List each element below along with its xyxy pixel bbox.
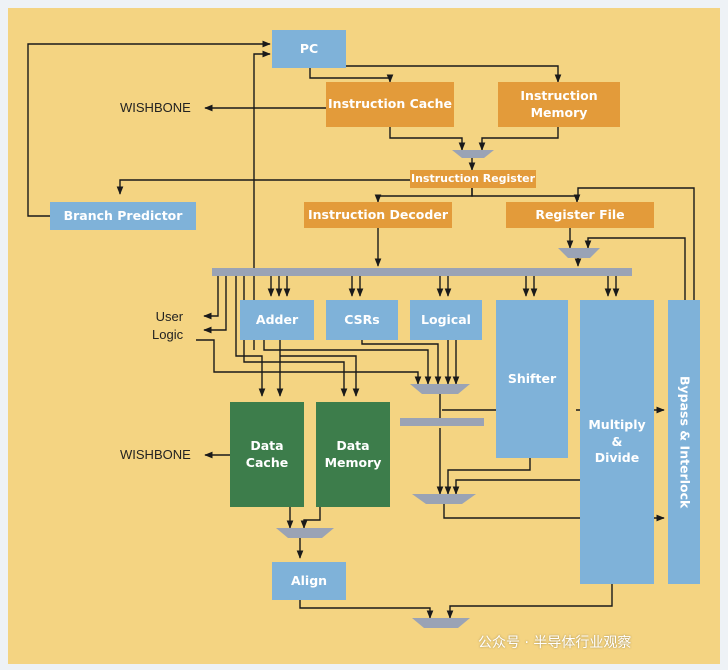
- operand-bus: [212, 268, 632, 276]
- adder-block: Adder: [240, 300, 314, 340]
- muldiv-to-mux2: [452, 479, 580, 495]
- pc-to-imem: [309, 65, 562, 83]
- imem-to-mux: [478, 127, 559, 151]
- bus-to-dcache-1: [235, 276, 266, 397]
- ireg-to-regfile: [471, 188, 581, 203]
- writeback-mux: [412, 494, 476, 504]
- ireg-to-bpred: [116, 179, 412, 195]
- adder-to-dmem: [280, 355, 360, 397]
- bypass-interlock-label: Bypass & Interlock: [677, 375, 693, 509]
- pc-block: PC: [272, 30, 346, 68]
- shifter-to-mux2: [444, 458, 531, 495]
- instruction-register-block: Instruction Register: [410, 170, 536, 188]
- data-memory-block: Data Memory: [316, 402, 390, 507]
- branch-predictor-block: Branch Predictor: [50, 202, 196, 230]
- shifter-block: Shifter: [496, 300, 568, 458]
- align-to-finalmux: [299, 600, 434, 619]
- operand-mux: [558, 248, 600, 258]
- final-mux: [412, 618, 470, 628]
- bus-to-userlogic-2: [203, 276, 227, 334]
- instruction-cache-block: Instruction Cache: [326, 82, 454, 127]
- instruction-decoder-block: Instruction Decoder: [304, 202, 452, 228]
- ireg-to-decoder: [374, 188, 473, 203]
- result-to-pc: [253, 50, 271, 350]
- logical-block: Logical: [410, 300, 482, 340]
- dmem-to-alignmux: [300, 507, 321, 529]
- bypass-interlock-block: Bypass & Interlock: [668, 300, 700, 584]
- pc-to-icache: [309, 68, 394, 83]
- muldiv-to-finalmux: [446, 584, 613, 619]
- adder-to-mux: [263, 340, 432, 385]
- multiply-divide-block: Multiply & Divide: [580, 300, 654, 584]
- instruction-mux: [452, 150, 494, 158]
- wishbone-label-top: WISHBONE: [120, 100, 191, 115]
- align-block: Align: [272, 562, 346, 600]
- register-file-block: Register File: [506, 202, 654, 228]
- userlogic-to-mux: [196, 339, 422, 385]
- bus-to-userlogic-1: [203, 276, 219, 320]
- data-cache-block: Data Cache: [230, 402, 304, 507]
- result-mux: [410, 384, 470, 394]
- instruction-memory-block: Instruction Memory: [498, 82, 620, 127]
- icache-to-mux: [389, 127, 466, 151]
- user-logic-label: User Logic: [152, 309, 184, 342]
- bypass-to-mux: [584, 237, 686, 300]
- bypass-to-regfile: [577, 187, 695, 300]
- csrs-to-mux: [361, 340, 442, 385]
- watermark: 公众号 · 半导体行业观察: [478, 635, 632, 651]
- csrs-block: CSRs: [326, 300, 398, 340]
- bpred-to-pc: [27, 40, 271, 217]
- wishbone-label-bottom: WISHBONE: [120, 447, 191, 462]
- result-bus: [400, 418, 484, 426]
- align-mux: [276, 528, 334, 538]
